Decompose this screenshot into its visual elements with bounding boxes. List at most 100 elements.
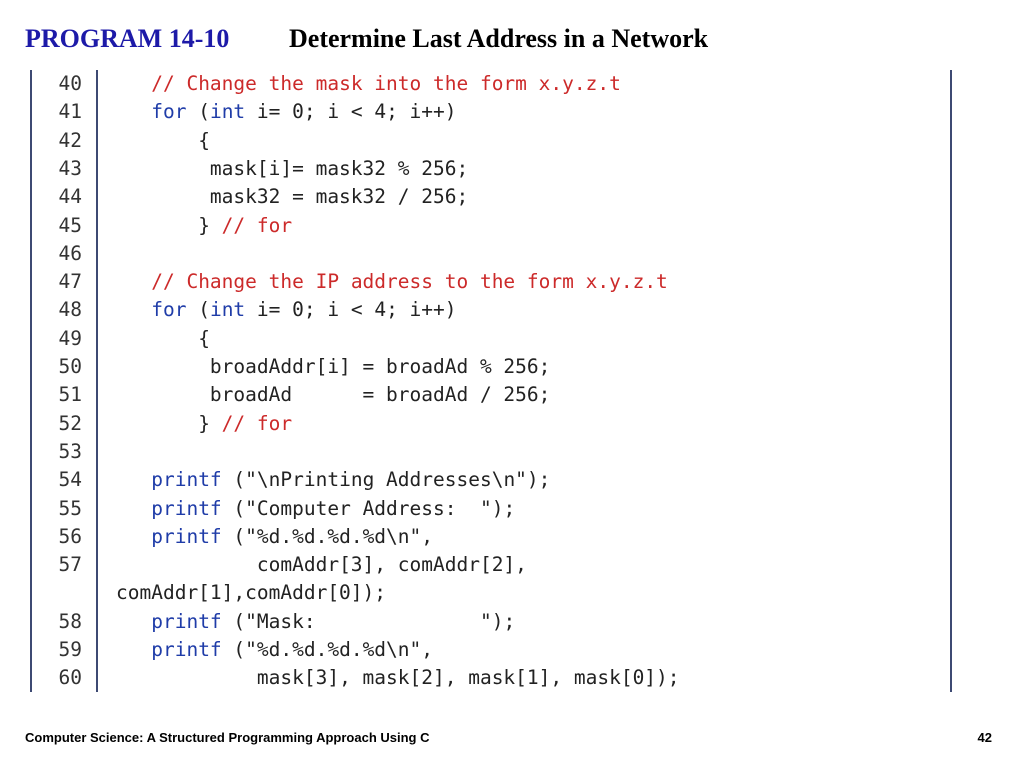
code-token: ("%d.%d.%d.%d\n",	[221, 524, 434, 548]
code-token: mask[i]= mask32 % 256;	[209, 156, 469, 180]
code-indent	[116, 383, 210, 406]
code-comment: // Change the mask into the form x.y.z.t	[151, 72, 621, 95]
line-number: 53	[58, 439, 82, 463]
code-indent	[116, 327, 198, 350]
code-line: 44 mask32 = mask32 / 256;	[32, 183, 948, 211]
code-line: 50 broadAddr[i] = broadAd % 256;	[32, 353, 948, 381]
code-keyword: printf	[151, 468, 222, 492]
code-token: mask[3], mask[2], mask[1], mask[0]);	[256, 666, 680, 690]
line-number: 47	[58, 270, 82, 294]
code-token: }	[198, 411, 222, 435]
code-text: broadAd = broadAd / 256;	[116, 381, 550, 409]
code-token: i= 0; i < 4; i++)	[245, 298, 457, 322]
code-text: printf ("Mask: ");	[116, 608, 515, 636]
code-line: 59 printf ("%d.%d.%d.%d\n",	[32, 636, 948, 664]
line-number: 46	[58, 241, 82, 265]
code-text: {	[116, 127, 210, 155]
line-number: 54	[58, 468, 82, 492]
code-indent	[116, 355, 210, 378]
code-comment: // for	[221, 213, 293, 237]
code-token: comAddr[3], comAddr[2],	[256, 553, 527, 577]
code-keyword: for	[151, 298, 187, 322]
code-comment: // for	[221, 411, 293, 435]
code-token: mask32 = mask32 / 256;	[209, 185, 469, 209]
code-listing: 40 // Change the mask into the form x.y.…	[30, 70, 952, 692]
program-title: Determine Last Address in a Network	[289, 24, 709, 53]
code-line: 54 printf ("\nPrinting Addresses\n");	[32, 466, 948, 494]
line-number: 56	[58, 524, 82, 548]
code-line: 42 {	[32, 127, 948, 155]
code-comment: // Change the IP address to the form x.y…	[151, 270, 668, 294]
code-token: {	[198, 128, 210, 152]
footer-book-title: Computer Science: A Structured Programmi…	[25, 730, 430, 745]
code-text: // Change the IP address to the form x.y…	[116, 268, 668, 296]
line-number: 57	[58, 553, 82, 577]
code-keyword: int	[209, 298, 246, 322]
code-indent	[116, 666, 257, 689]
line-number: 45	[58, 213, 82, 237]
code-indent	[116, 553, 257, 576]
code-text: } // for	[116, 410, 292, 438]
code-text: printf ("%d.%d.%d.%d\n",	[116, 636, 433, 664]
code-keyword: printf	[151, 638, 222, 661]
code-line: 53	[32, 438, 948, 466]
line-number: 41	[58, 100, 82, 124]
footer-page-number: 42	[977, 730, 992, 745]
code-indent	[116, 497, 151, 520]
line-number: 50	[58, 355, 82, 378]
code-token: ("Mask: ");	[221, 609, 516, 633]
code-indent	[116, 638, 151, 661]
program-label: PROGRAM 14-10	[25, 24, 230, 53]
line-number: 59	[58, 638, 82, 661]
code-text: {	[116, 325, 210, 353]
code-indent	[116, 412, 198, 435]
code-token: {	[198, 326, 210, 350]
code-token: }	[198, 213, 222, 237]
code-line: 49 {	[32, 325, 948, 353]
code-indent	[116, 185, 210, 208]
code-keyword: printf	[151, 609, 222, 633]
code-line: 56 printf ("%d.%d.%d.%d\n",	[32, 523, 948, 551]
code-token: broadAd = broadAd / 256;	[209, 383, 551, 407]
code-keyword: int	[209, 100, 246, 124]
line-number-divider	[96, 70, 98, 692]
code-text: printf ("Computer Address: ");	[116, 495, 515, 523]
code-keyword: printf	[151, 524, 222, 548]
code-indent	[116, 525, 151, 548]
line-number: 42	[58, 128, 82, 152]
code-line: 40 // Change the mask into the form x.y.…	[32, 70, 948, 98]
line-number: 52	[58, 411, 82, 435]
code-indent	[116, 214, 198, 237]
line-number: 43	[58, 156, 82, 180]
code-line: 41 for (int i= 0; i < 4; i++)	[32, 98, 948, 126]
code-line: 60 mask[3], mask[2], mask[1], mask[0]);	[32, 664, 948, 692]
line-number: 49	[58, 326, 82, 350]
code-indent	[116, 468, 151, 491]
line-number: 51	[58, 383, 82, 407]
code-keyword: for	[151, 100, 187, 124]
code-line: 43 mask[i]= mask32 % 256;	[32, 155, 948, 183]
code-indent	[116, 100, 151, 123]
code-token: broadAddr[i] = broadAd % 256;	[209, 355, 551, 378]
code-text: for (int i= 0; i < 4; i++)	[116, 98, 456, 126]
code-token: comAddr[1],comAddr[0]);	[116, 581, 387, 605]
code-line: 48 for (int i= 0; i < 4; i++)	[32, 296, 948, 324]
code-text: printf ("\nPrinting Addresses\n");	[116, 466, 550, 494]
code-line: 47 // Change the IP address to the form …	[32, 268, 948, 296]
code-token: ("\nPrinting Addresses\n");	[221, 468, 551, 492]
line-number: 58	[58, 609, 82, 633]
code-line: comAddr[1],comAddr[0]);	[32, 579, 948, 607]
code-line: 55 printf ("Computer Address: ");	[32, 495, 948, 523]
code-text: printf ("%d.%d.%d.%d\n",	[116, 523, 433, 551]
line-number: 60	[58, 666, 82, 690]
code-text: broadAddr[i] = broadAd % 256;	[116, 353, 550, 381]
line-number: 44	[58, 185, 82, 209]
code-indent	[116, 610, 151, 633]
line-number: 40	[58, 72, 82, 95]
code-line: 57 comAddr[3], comAddr[2],	[32, 551, 948, 579]
code-text: mask[i]= mask32 % 256;	[116, 155, 468, 183]
code-text: mask32 = mask32 / 256;	[116, 183, 468, 211]
code-keyword: printf	[151, 496, 222, 520]
code-indent	[116, 298, 151, 321]
code-text: } // for	[116, 212, 292, 240]
